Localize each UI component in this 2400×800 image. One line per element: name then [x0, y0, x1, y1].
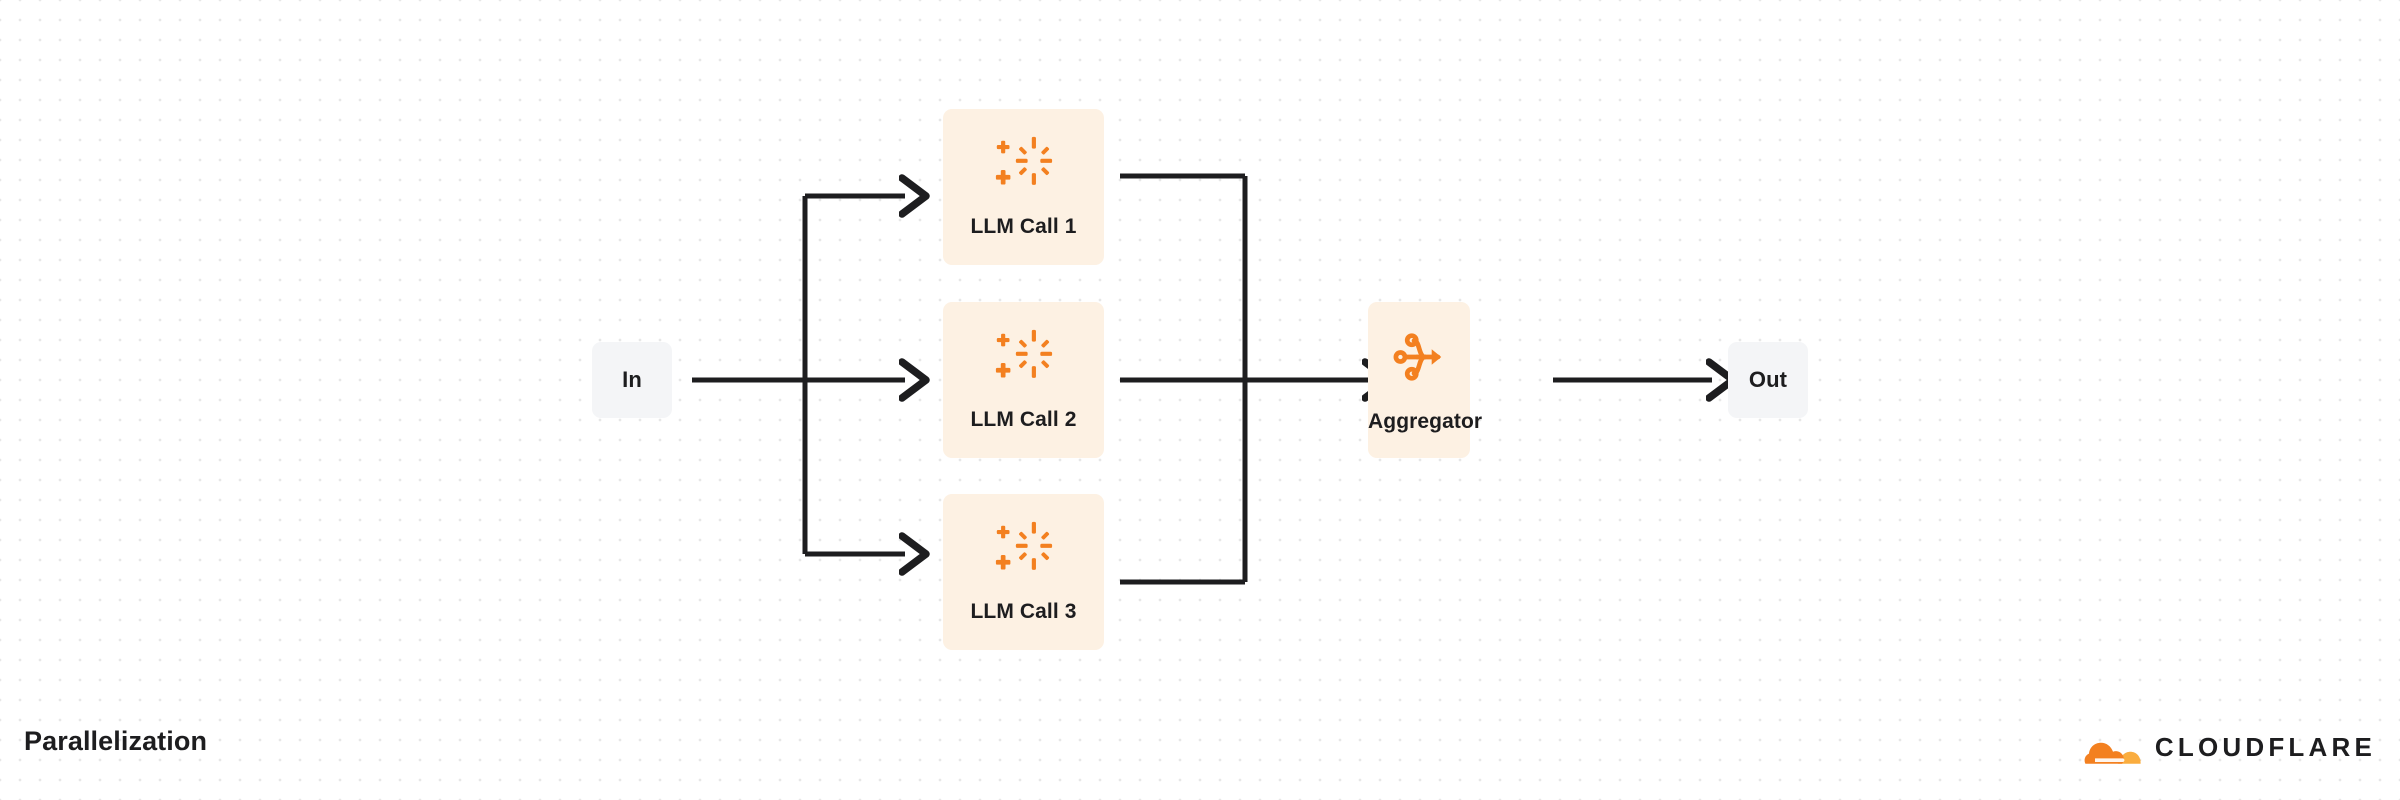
cloudflare-wordmark: CLOUDFLARE [2154, 732, 2376, 762]
sparkle-icon [995, 520, 1053, 578]
node-llm-call-2-label: LLM Call 2 [970, 408, 1077, 431]
cloudflare-cloud-icon [2083, 729, 2143, 765]
sparkle-icon [995, 135, 1053, 193]
node-out[interactable]: Out [1728, 342, 1808, 418]
cloudflare-logo: CLOUDFLARE [2083, 726, 2376, 768]
node-in-label: In [622, 367, 642, 392]
node-in[interactable]: In [592, 342, 672, 418]
sparkle-icon [995, 328, 1053, 386]
node-llm-call-3[interactable]: LLM Call 3 [943, 494, 1104, 650]
node-llm-call-3-label: LLM Call 3 [970, 600, 1077, 623]
node-aggregator-label: Aggregator [1368, 410, 1483, 433]
diagram-title: Parallelization [24, 726, 208, 756]
node-aggregator[interactable]: Aggregator [1368, 302, 1483, 458]
node-llm-call-2[interactable]: LLM Call 2 [943, 302, 1104, 458]
node-llm-call-1[interactable]: LLM Call 1 [943, 109, 1104, 265]
node-out-label: Out [1748, 367, 1788, 392]
node-llm-call-1-label: LLM Call 1 [970, 215, 1077, 238]
merge-icon [1390, 328, 1448, 386]
